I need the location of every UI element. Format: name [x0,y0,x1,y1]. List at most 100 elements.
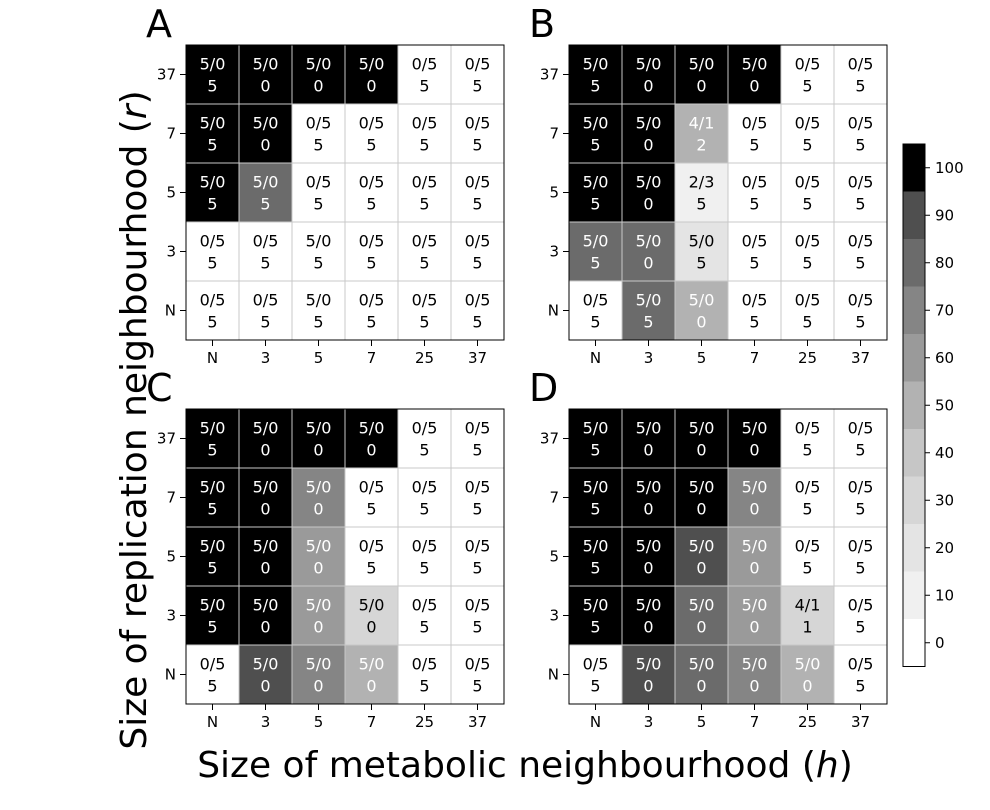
cell-label-line2: 5 [260,254,270,273]
cell-label-line2: 0 [696,441,706,460]
cell-label-line2: 0 [643,618,653,637]
y-tick-label: N [165,666,176,684]
heatmap-cell [344,103,399,164]
cell-label-line1: 0/5 [848,173,874,192]
colorbar-tick-label: 50 [935,396,954,414]
cell-label-line1: 0/5 [465,291,491,310]
y-tick-label: 37 [540,430,559,448]
cell-label-line1: 5/0 [742,537,768,556]
x-axis-title: Size of metabolic neighbourhood (h) [197,745,853,786]
cell-label-line2: 0 [313,559,323,578]
cell-label-line1: 0/5 [359,291,385,310]
cell-label-line1: 0/5 [848,114,874,133]
cell-label-line1: 0/5 [412,537,438,556]
heatmap-cell [397,280,452,341]
heatmap-cell [727,44,782,105]
cell-label-line1: 0/5 [795,419,821,438]
cell-label-line2: 5 [366,500,376,519]
cell-label-line1: 0/5 [412,291,438,310]
cell-label-line2: 5 [207,441,217,460]
cell-label-line1: 5/0 [359,55,385,74]
cell-label-line2: 5 [366,136,376,155]
cell-label-line1: 5/0 [359,596,385,615]
x-tick-label: 3 [644,713,654,731]
cell-label-line2: 0 [313,500,323,519]
x-tick-label: 7 [750,349,760,367]
heatmap-cell [185,280,240,341]
heatmap-cell [621,44,676,105]
cell-label-line1: 5/0 [636,173,662,192]
x-tick-label: 5 [314,349,324,367]
cell-label-line2: 0 [366,77,376,96]
cell-label-line2: 5 [207,500,217,519]
heatmap-cell [568,221,623,282]
cell-label-line2: 5 [419,677,429,696]
heatmap-cell [397,526,452,587]
cell-label-line1: 5/0 [306,596,332,615]
cell-label-line2: 5 [472,313,482,332]
heatmap-cell [344,467,399,528]
heatmap-cell [185,467,240,528]
colorbar-tick-label: 70 [935,301,954,319]
colorbar-segment [903,571,925,619]
cell-label-line2: 0 [749,677,759,696]
cell-label-line2: 0 [696,618,706,637]
heatmap-cell [344,221,399,282]
y-tick-label: 7 [549,125,559,143]
heatmap-cell [450,221,505,282]
heatmap-cell [621,221,676,282]
heatmap-cell [450,644,505,705]
cell-label-line2: 0 [696,677,706,696]
heatmap-cell [450,585,505,646]
cell-label-line2: 5 [472,441,482,460]
cell-label-line2: 5 [696,254,706,273]
cell-label-line1: 5/0 [742,478,768,497]
cell-label-line1: 5/0 [359,419,385,438]
x-tick-label: 25 [415,713,434,731]
heatmap-cell [727,467,782,528]
x-tick-label: 3 [644,349,654,367]
cell-label-line2: 5 [643,313,653,332]
cell-label-line1: 0/5 [412,114,438,133]
cell-label-line2: 0 [643,677,653,696]
heatmap-cell [568,526,623,587]
cell-label-line2: 5 [419,559,429,578]
heatmap-cell [727,280,782,341]
cell-label-line1: 5/0 [636,114,662,133]
cell-label-line1: 0/5 [359,478,385,497]
cell-label-line2: 0 [643,136,653,155]
cell-label-line1: 5/0 [200,55,226,74]
cell-label-line1: 5/0 [583,55,609,74]
cell-label-line1: 5/0 [636,596,662,615]
y-axis-title-symbol: r [114,102,155,119]
cell-label-line2: 5 [207,559,217,578]
cell-label-line1: 0/5 [795,478,821,497]
cell-label-line1: 0/5 [583,291,609,310]
cell-label-line1: 0/5 [200,655,226,674]
heatmap-cell [727,644,782,705]
x-tick-label: 7 [750,713,760,731]
cell-label-line2: 5 [313,136,323,155]
cell-label-line1: 0/5 [465,596,491,615]
